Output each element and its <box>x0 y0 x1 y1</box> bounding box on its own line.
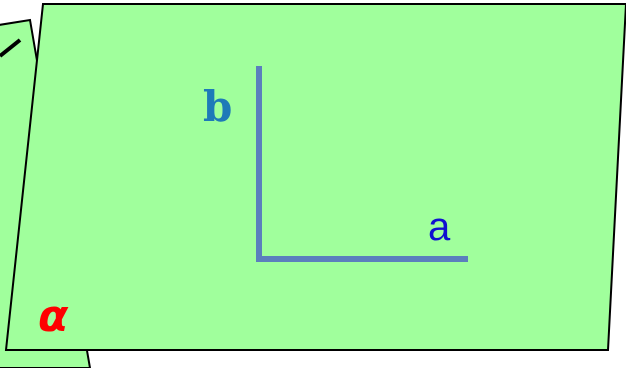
plane-alpha <box>4 3 626 351</box>
label-a: a <box>428 205 451 249</box>
label-b: b <box>203 82 232 131</box>
plane-intersection-line <box>0 38 22 58</box>
label-plane-alpha: α <box>38 291 69 342</box>
